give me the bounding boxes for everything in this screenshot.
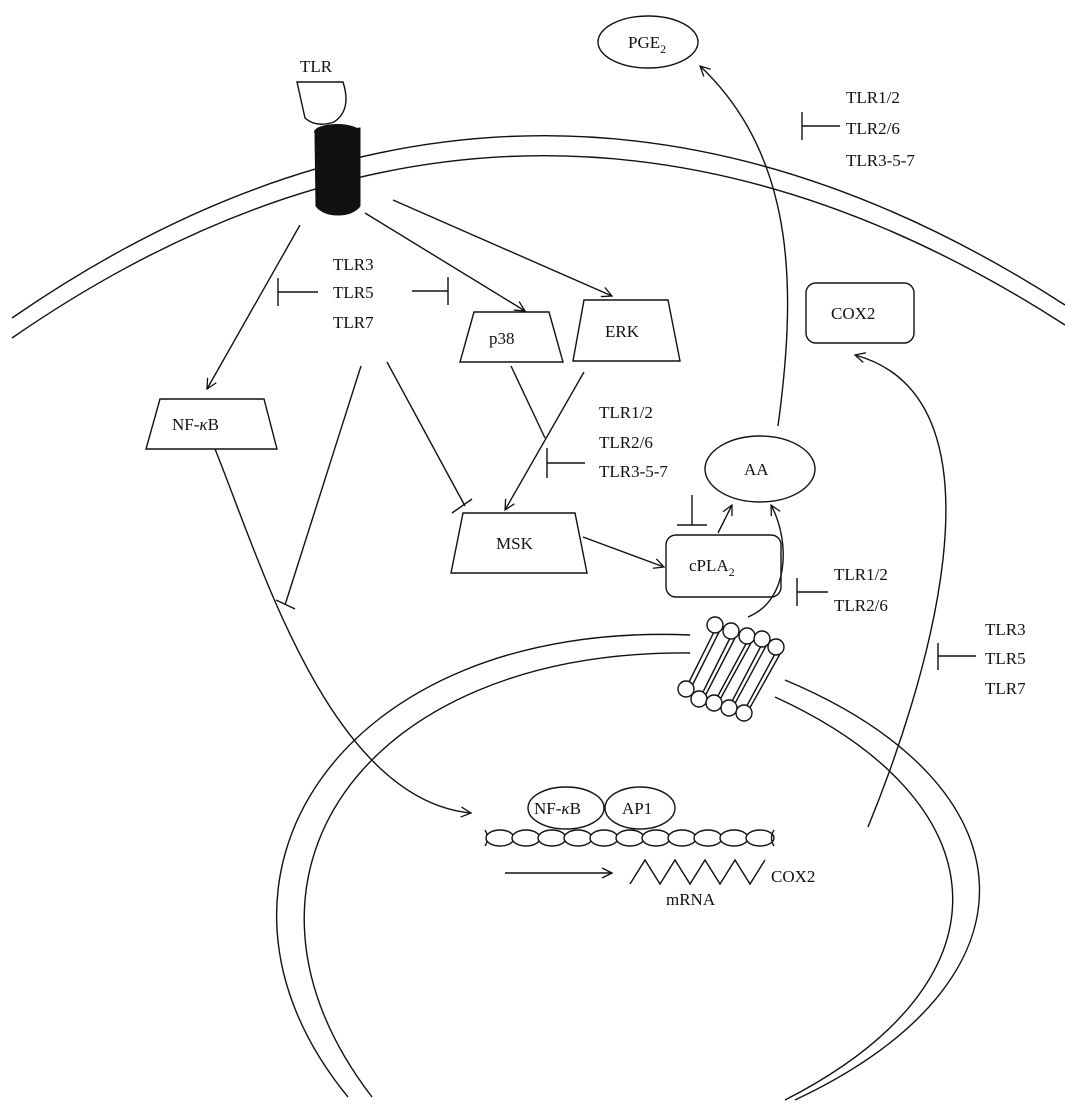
ap1-node: AP1 (605, 787, 675, 829)
aa-label: AA (744, 460, 769, 479)
dna-strand (485, 830, 774, 846)
p38-label: p38 (489, 329, 515, 348)
nfkb-nuclear-prefix: NF- (534, 799, 562, 818)
inhibitor-label: TLR1/2 (599, 403, 653, 422)
msk-node: MSK (451, 513, 587, 573)
inhibitor-label: TLR2/6 (599, 433, 653, 452)
cpla2-node: cPLA2 (666, 535, 781, 597)
pge2-label: PGE (628, 33, 660, 52)
inhibitor-label: TLR3-5-7 (846, 151, 915, 170)
erk-label: ERK (605, 322, 640, 341)
inhibition-lines (276, 112, 976, 670)
inhibitor-label: TLR2/6 (834, 596, 888, 615)
inhibitor-label: TLR7 (333, 313, 374, 332)
inhibitor-group-middle: TLR1/2 TLR2/6 TLR3-5-7 (599, 403, 668, 481)
cpla2-subscript: 2 (729, 565, 735, 579)
tlr-label: TLR (300, 57, 333, 76)
cox2-protein-node: COX2 (806, 283, 914, 343)
p38-node: p38 (460, 312, 563, 362)
svg-text:NF-κB: NF-κB (172, 415, 219, 434)
svg-text:NF-κB: NF-κB (534, 799, 581, 818)
nfkb-nuclear-suffix: B (570, 799, 581, 818)
inhibitor-label: TLR1/2 (834, 565, 888, 584)
inhibitor-group-top-right: TLR1/2 TLR2/6 TLR3-5-7 (846, 88, 915, 170)
inhibitor-group-far-right: TLR3 TLR5 TLR7 (985, 620, 1026, 698)
inhibitor-label: TLR5 (985, 649, 1026, 668)
nuclear-membrane (277, 634, 980, 1100)
inhibitor-label: TLR5 (333, 283, 374, 302)
mrna-transcript: mRNA COX2 (630, 860, 815, 909)
inhibitor-label: TLR1/2 (846, 88, 900, 107)
inhibitor-label: TLR7 (985, 679, 1026, 698)
mrna-label: mRNA (666, 890, 716, 909)
cox2-gene-label: COX2 (771, 867, 815, 886)
inhibitor-group-left: TLR3 TLR5 TLR7 (333, 255, 374, 332)
nfkb-prefix: NF- (172, 415, 200, 434)
inhibitor-label: TLR3 (985, 620, 1026, 639)
erk-node: ERK (573, 300, 680, 361)
inhibitor-label: TLR2/6 (846, 119, 900, 138)
inhibitor-label: TLR3 (333, 255, 374, 274)
phospholipid-bilayer (678, 617, 784, 721)
nfkb-suffix: B (208, 415, 219, 434)
msk-label: MSK (496, 534, 534, 553)
ap1-label: AP1 (622, 799, 652, 818)
cpla2-label: cPLA (689, 556, 729, 575)
pge2-subscript: 2 (660, 42, 666, 56)
nfkb-nuclear-node: NF-κB (528, 787, 604, 829)
nfkb-cytoplasm-node: NF-κB (146, 399, 277, 449)
inhibitor-label: TLR3-5-7 (599, 462, 668, 481)
aa-node: AA (705, 436, 815, 502)
cox2-protein-label: COX2 (831, 304, 875, 323)
inhibitor-group-lower: TLR1/2 TLR2/6 (834, 565, 888, 615)
pge2-node: PGE2 (598, 16, 698, 68)
